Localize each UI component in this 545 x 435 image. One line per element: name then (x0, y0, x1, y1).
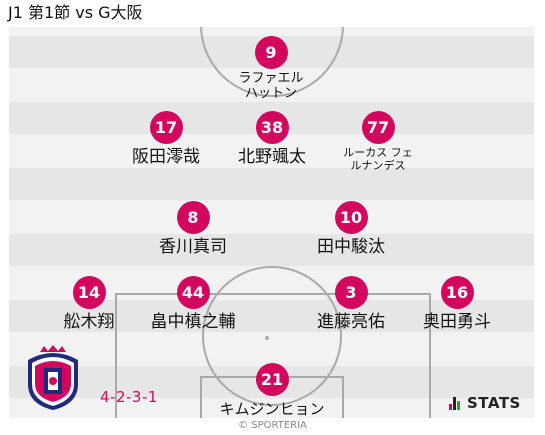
pitch-stripe (9, 168, 534, 200)
player-number: 17 (149, 111, 183, 144)
player-card[interactable]: 38 北野颯太 (212, 111, 332, 167)
player-card[interactable]: 17 阪田澪哉 (106, 111, 226, 167)
player-name: 香川真司 (159, 237, 227, 257)
player-card[interactable]: 3 進藤亮佑 (291, 276, 411, 332)
player-number: 38 (255, 111, 289, 144)
player-number: 21 (255, 363, 289, 396)
formation-label: 4-2-3-1 (100, 388, 158, 406)
player-name: 畠中槙之輔 (150, 312, 236, 332)
pitch-stripe (9, 234, 534, 266)
player-card[interactable]: 8 香川真司 (133, 201, 253, 257)
stats-logo: STATS (449, 394, 521, 412)
player-name: ラファエル ハットン (238, 71, 304, 101)
stats-label: STATS (467, 394, 521, 412)
player-card[interactable]: 21 キムジンヒョン (212, 363, 332, 419)
player-name: ルーカス フェルナンデス (343, 146, 413, 172)
player-card[interactable]: 10 田中駿汰 (291, 201, 411, 257)
player-card[interactable]: 77 ルーカス フェルナンデス (318, 111, 438, 172)
player-number: 44 (176, 276, 210, 309)
pitch (9, 27, 534, 418)
player-number: 3 (334, 276, 368, 309)
page-title: J1 第1節 vs G大阪 (8, 3, 143, 22)
player-number: 16 (440, 276, 474, 309)
player-name: 阪田澪哉 (132, 147, 200, 167)
penalty-area (115, 293, 431, 418)
player-name: 進藤亮佑 (317, 312, 385, 332)
player-name: 舩木翔 (63, 312, 115, 332)
player-number: 9 (254, 36, 288, 69)
player-number: 8 (176, 201, 210, 234)
bottom-center-circle (202, 266, 342, 406)
player-name: 奥田勇斗 (423, 312, 491, 332)
player-name: 田中駿汰 (317, 237, 385, 257)
player-card[interactable]: 9 ラファエル ハットン (211, 36, 331, 101)
player-card[interactable]: 14 舩木翔 (29, 276, 149, 332)
copyright-text: © SPORTERIA (238, 420, 307, 431)
penalty-spot (265, 336, 269, 340)
club-crest-icon (28, 345, 78, 410)
player-name: 北野颯太 (238, 147, 306, 167)
player-number: 77 (361, 111, 395, 144)
player-number: 14 (72, 276, 106, 309)
player-name: キムジンヒョン (219, 400, 325, 418)
player-card[interactable]: 44 畠中槙之輔 (133, 276, 253, 332)
player-number: 10 (334, 201, 368, 234)
player-card[interactable]: 16 奥田勇斗 (397, 276, 517, 332)
stats-bars-icon (449, 396, 461, 410)
